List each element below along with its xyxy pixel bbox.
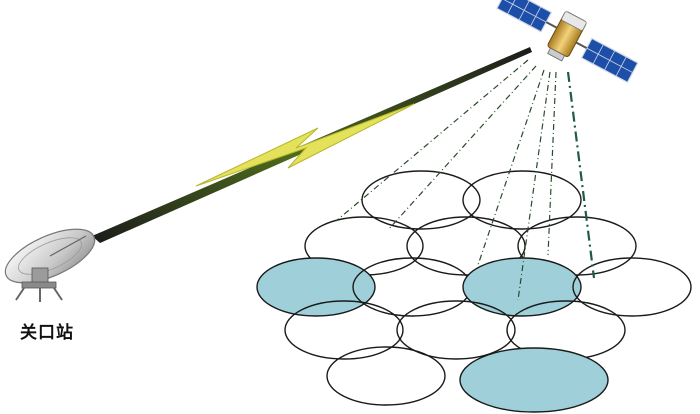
beam-cell-active: [256, 257, 376, 317]
beam-cell: [396, 300, 516, 360]
beam-cell: [326, 346, 446, 406]
dish-antenna-icon: [4, 228, 96, 302]
beam-cell-active: [462, 257, 582, 317]
projection-line: [547, 71, 557, 256]
beam-cell: [462, 170, 582, 230]
beam-cell-active: [459, 347, 609, 413]
projection-line: [335, 59, 529, 222]
projection-lines: [335, 59, 596, 301]
projection-line: [517, 71, 551, 301]
projection-line: [477, 69, 545, 266]
beam-layer: [256, 170, 692, 413]
beam-cell: [517, 216, 637, 276]
beam-cell: [572, 257, 692, 317]
beam-cell: [284, 300, 404, 360]
projection-line: [387, 65, 537, 231]
projection-line: [566, 71, 596, 279]
lightning-bolt-icon: [195, 103, 415, 187]
feeder-link: [92, 47, 532, 243]
gateway-label: 关口站: [20, 323, 74, 343]
satellite-icon: [496, 0, 639, 84]
beam-cell: [361, 170, 481, 230]
